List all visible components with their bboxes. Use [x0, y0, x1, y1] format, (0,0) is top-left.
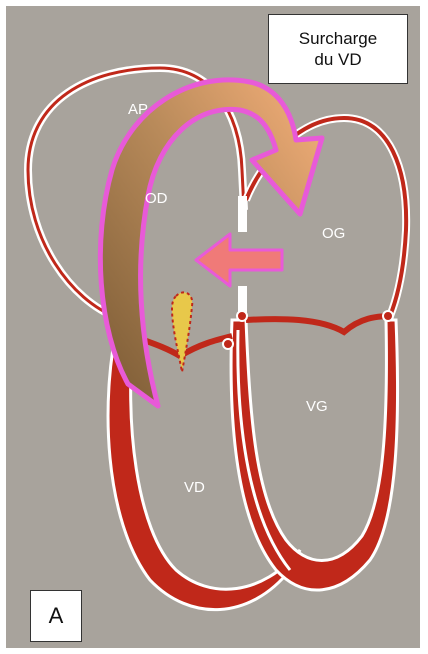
label-og: OG [322, 226, 345, 241]
panel-letter: A [30, 590, 82, 642]
title-line-1: Surcharge [269, 28, 407, 49]
label-od: OD [145, 191, 168, 206]
valve-node-mid [237, 311, 247, 321]
left-atrium-wall [246, 118, 406, 316]
label-ap: AP [128, 102, 148, 117]
left-ventricle-wall [231, 320, 397, 590]
thrombus [172, 292, 192, 372]
title-box: Surcharge du VD [268, 14, 408, 84]
label-vd: VD [184, 480, 205, 495]
title-line-2: du VD [269, 49, 407, 70]
mitral-valve [246, 316, 392, 332]
valve-node-right [383, 311, 393, 321]
valve-node-left [223, 339, 233, 349]
shunt-arrow [196, 234, 282, 286]
atrial-septum-upper [238, 196, 247, 232]
label-vg: VG [306, 399, 328, 414]
pulmonary-artery-arrow [100, 80, 322, 406]
